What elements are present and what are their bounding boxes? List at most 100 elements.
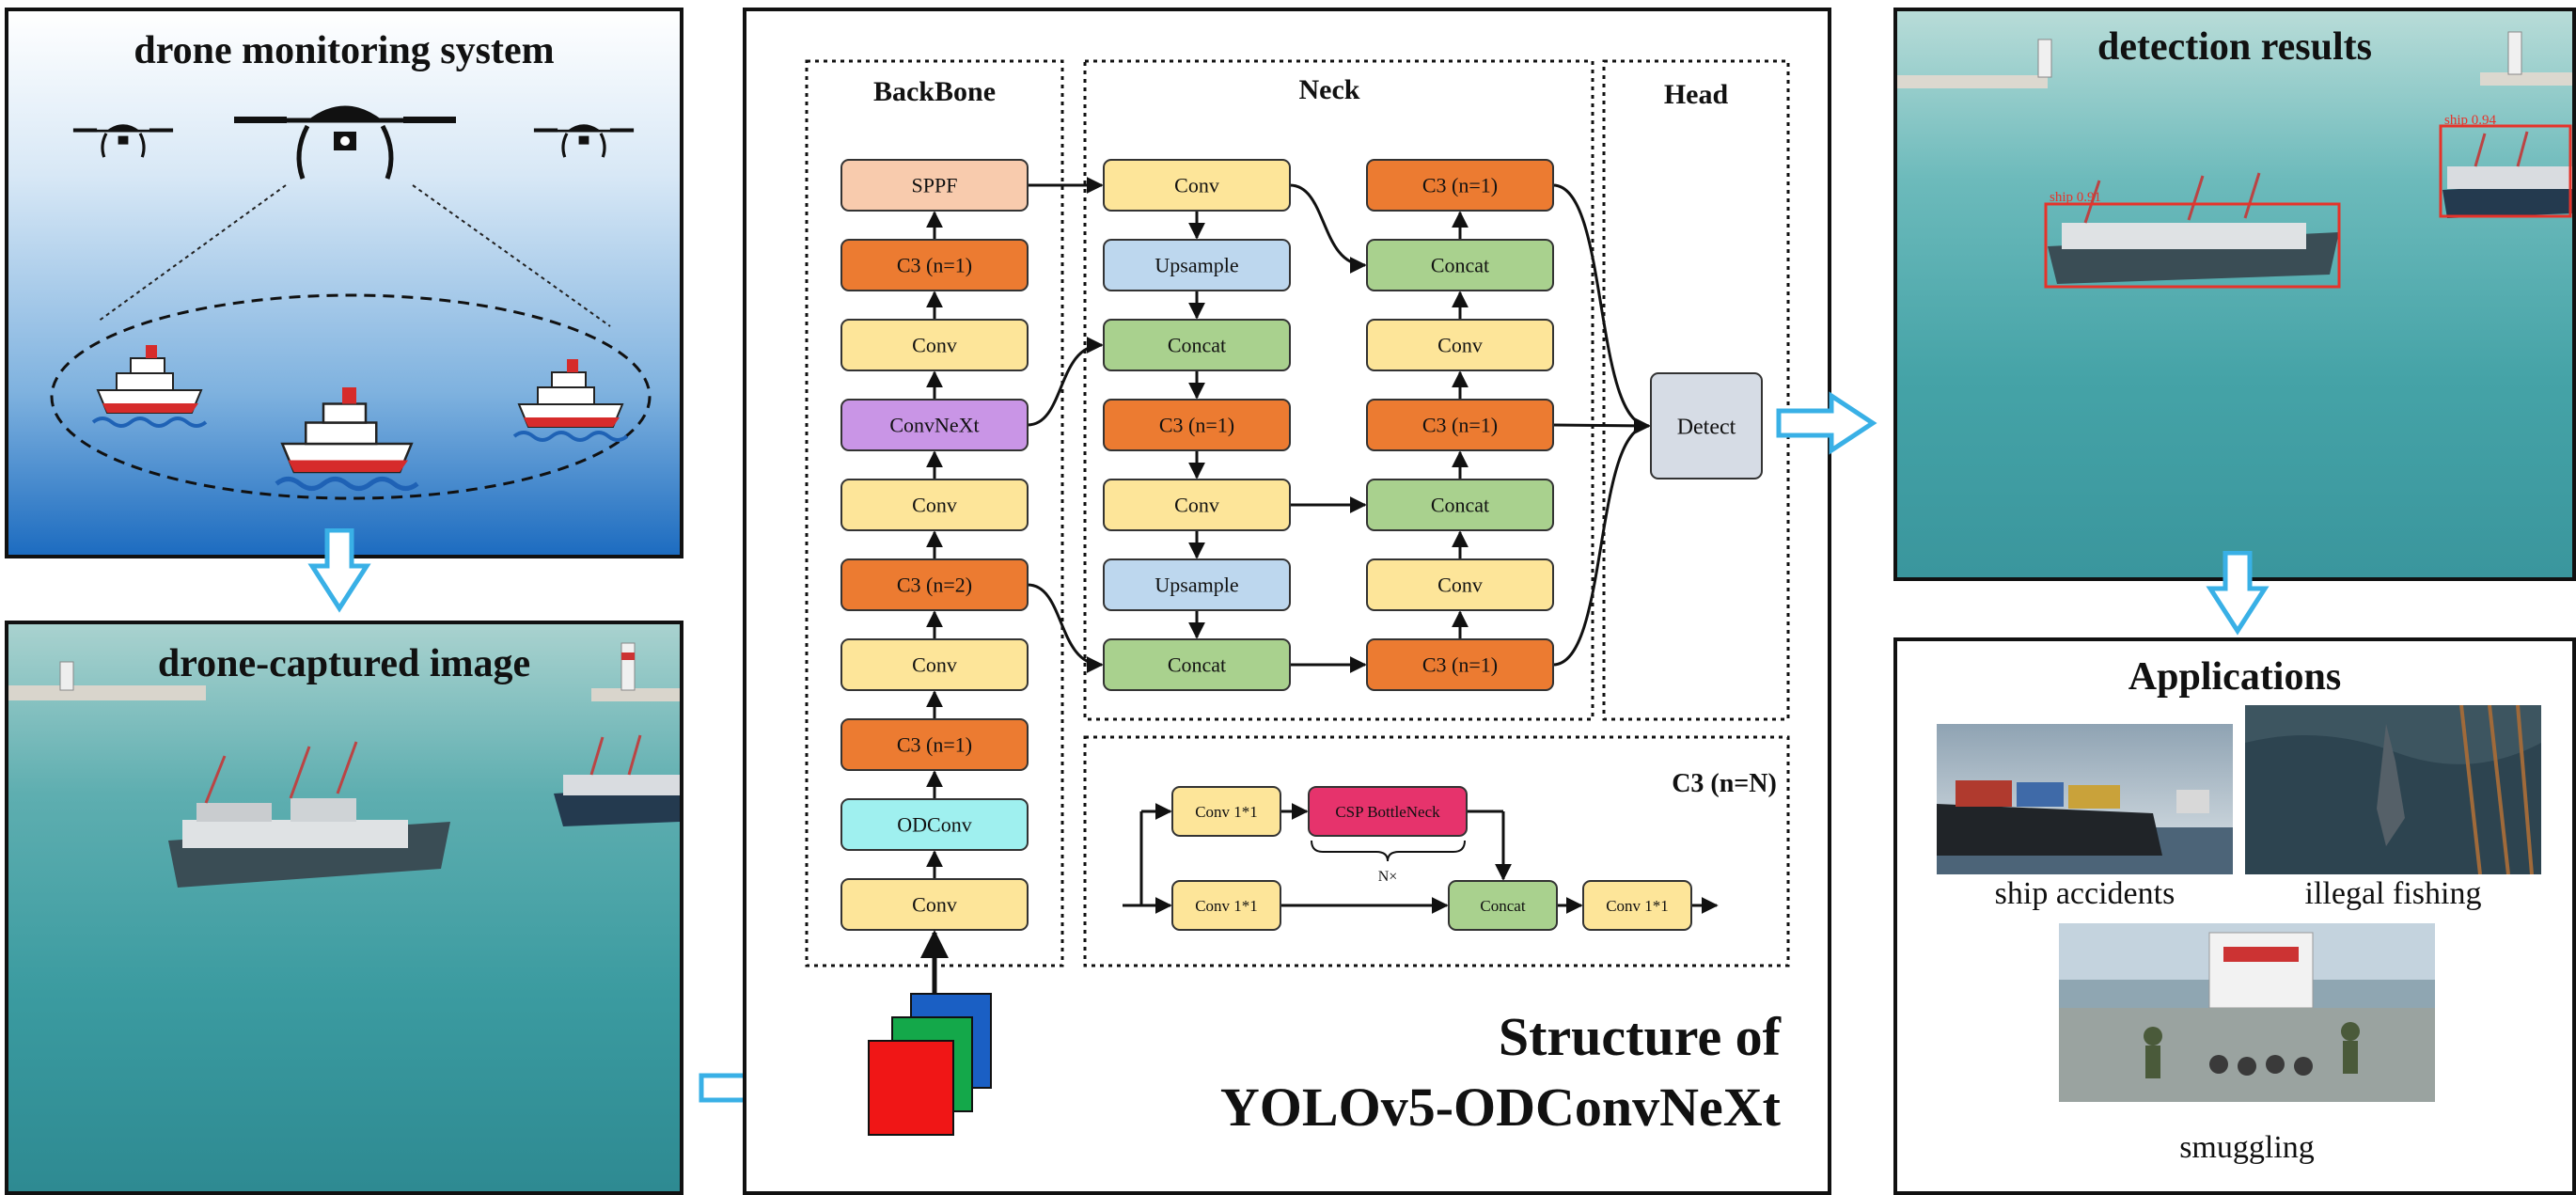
block-shape <box>1582 880 1692 931</box>
block-label: Concat <box>1431 254 1489 277</box>
flow-arrow-down <box>2206 551 2270 636</box>
block-shape <box>1366 239 1554 291</box>
block-label: Conv <box>912 494 957 517</box>
connector-curve <box>1552 417 1651 667</box>
block-label: Concat <box>1431 494 1489 517</box>
block-shape <box>1366 638 1554 691</box>
block-label: Conv <box>912 893 957 917</box>
c3-n-1-block: C3 (n=1) <box>1103 399 1291 451</box>
block-label: SPPF <box>912 174 958 197</box>
block-shape <box>840 399 1029 451</box>
block-label: CSP BottleNeck <box>1335 803 1440 821</box>
detection-box <box>2044 202 2341 289</box>
drone-scene <box>50 105 652 500</box>
block-shape <box>1103 638 1291 691</box>
block-shape <box>1366 319 1554 371</box>
concat-block: Concat <box>1448 880 1558 931</box>
applications-panel: Applications ship accidents illegal fish… <box>1893 637 2576 1195</box>
csp-bottleneck-block: CSP BottleNeck <box>1308 786 1468 837</box>
block-shape <box>1103 319 1291 371</box>
conv-block: Conv <box>1366 319 1554 371</box>
block-label: Conv 1*1 <box>1195 897 1258 915</box>
odconv-block: ODConv <box>840 798 1029 851</box>
c3-n-1-block: C3 (n=1) <box>1366 159 1554 212</box>
block-label: C3 (n=1) <box>1422 174 1498 197</box>
c3-n-2-block: C3 (n=2) <box>840 558 1029 611</box>
block-shape <box>840 638 1029 691</box>
flow-arrow-down <box>307 528 371 613</box>
connector-curve <box>1027 583 1104 673</box>
block-shape <box>1103 159 1291 212</box>
connectors <box>926 177 1719 914</box>
ship-icon <box>91 345 208 428</box>
block-shape <box>1650 372 1763 480</box>
applications-title-text: Applications <box>2128 655 2342 699</box>
detection-panel: ship 0.91 ship 0.94 detection results <box>1893 8 2576 581</box>
ship-accident-photo <box>1937 724 2233 874</box>
block-shape <box>1171 880 1281 931</box>
neck-section <box>1083 59 1594 721</box>
block-shape <box>1103 479 1291 531</box>
repeat-label: N× <box>1378 869 1398 885</box>
block-shape <box>1103 399 1291 451</box>
drone-monitoring-title: drone monitoring system <box>134 29 555 72</box>
block-shape <box>840 479 1029 531</box>
block-label: Conv <box>1437 334 1483 357</box>
block-shape <box>1308 786 1468 837</box>
sea-photo <box>8 642 680 888</box>
neck-label: Neck <box>1299 74 1360 105</box>
block-label: Conv <box>1437 574 1483 597</box>
application-label: illegal fishing <box>2304 876 2482 911</box>
applications-title: Applications <box>1897 654 2572 700</box>
boat-cluster <box>2048 172 2339 284</box>
smuggling-photo <box>2059 923 2435 1102</box>
block-label: Conv 1*1 <box>1195 803 1258 821</box>
upsample-block: Upsample <box>1103 239 1291 291</box>
block-shape <box>840 159 1029 212</box>
input-image-stack <box>868 930 992 1136</box>
connector-curve <box>1552 183 1651 434</box>
block-label: Concat <box>1168 334 1226 357</box>
block-shape <box>840 718 1029 771</box>
detection-label: ship 0.91 <box>2050 190 2101 205</box>
block-shape <box>840 319 1029 371</box>
c3-n-1-block: C3 (n=1) <box>1366 638 1554 691</box>
conv-block: Conv <box>840 878 1029 931</box>
boat-cluster <box>554 734 680 826</box>
block-label: C3 (n=1) <box>897 733 972 757</box>
flow-arrow-right <box>1776 391 1877 455</box>
block-label: Conv <box>1174 494 1219 517</box>
concat-block: Concat <box>1366 479 1554 531</box>
block-shape <box>1366 159 1554 212</box>
block-label: C3 (n=1) <box>1422 653 1498 677</box>
block-label: Conv 1*1 <box>1606 897 1669 915</box>
block-label: Conv <box>912 653 957 677</box>
drone-icon <box>72 124 174 158</box>
block-label: C3 (n=1) <box>1159 414 1234 437</box>
boat-cluster <box>2442 131 2572 218</box>
conv-block: Conv <box>840 319 1029 371</box>
captured-image-title: drone-captured image <box>157 642 531 685</box>
conv-block: Conv <box>1366 558 1554 611</box>
backbone-label: BackBone <box>873 76 996 107</box>
block-label: C3 (n=1) <box>897 254 972 277</box>
ship-icon <box>275 387 419 491</box>
connector-curve <box>1027 337 1104 427</box>
conv-1-1-block: Conv 1*1 <box>1171 880 1281 931</box>
conv-block: Conv <box>1103 159 1291 212</box>
detection-label: ship 0.94 <box>2444 113 2497 128</box>
repeat-brace <box>1311 840 1466 862</box>
sppf-block: SPPF <box>840 159 1029 212</box>
block-shape <box>1366 558 1554 611</box>
concat-block: Concat <box>1103 319 1291 371</box>
block-label: Concat <box>1480 897 1525 915</box>
upsample-block: Upsample <box>1103 558 1291 611</box>
c3-detail-label: C3 (n=N) <box>1672 769 1777 798</box>
application-label: smuggling <box>2179 1130 2315 1165</box>
block-shape <box>1448 880 1558 931</box>
conv-1-1-block: Conv 1*1 <box>1582 880 1692 931</box>
drone-monitoring-panel: drone monitoring system <box>5 8 683 558</box>
block-shape <box>1366 399 1554 451</box>
